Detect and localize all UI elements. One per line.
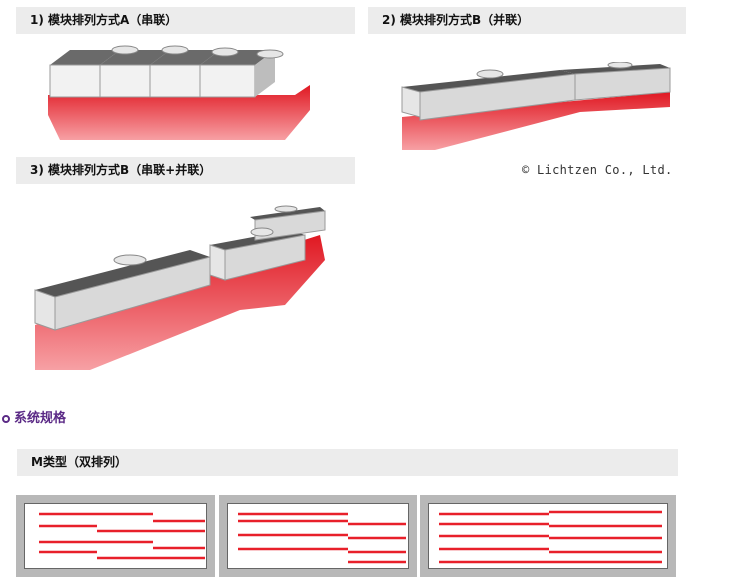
module-layout-diagram-3 [439,510,662,564]
layout-panel-1 [16,495,215,577]
figure-parallel-modules [401,62,671,150]
module-layout-diagram-1 [39,512,207,560]
header-arrangement-b: 2) 模块排列方式B（并联） [368,7,686,34]
section-title: 系统规格 [14,411,67,426]
module-layout-diagram-2 [238,512,406,564]
header-arrangement-a: 1) 模块排列方式A（串联） [16,7,355,34]
header-arrangement-combined: 3) 模块排列方式B（串联+并联） [16,157,355,184]
layout-panel-2 [219,495,417,577]
section-system-spec: 系统规格 [2,407,66,426]
copyright-text: © Lichtzen Co., Ltd. [522,163,673,177]
figure-series-parallel-modules [34,205,326,370]
circle-bullet-icon [2,415,10,423]
layout-panel-3 [420,495,676,577]
figure-series-modules [48,45,310,140]
header-m-type: M类型（双排列） [17,449,678,476]
